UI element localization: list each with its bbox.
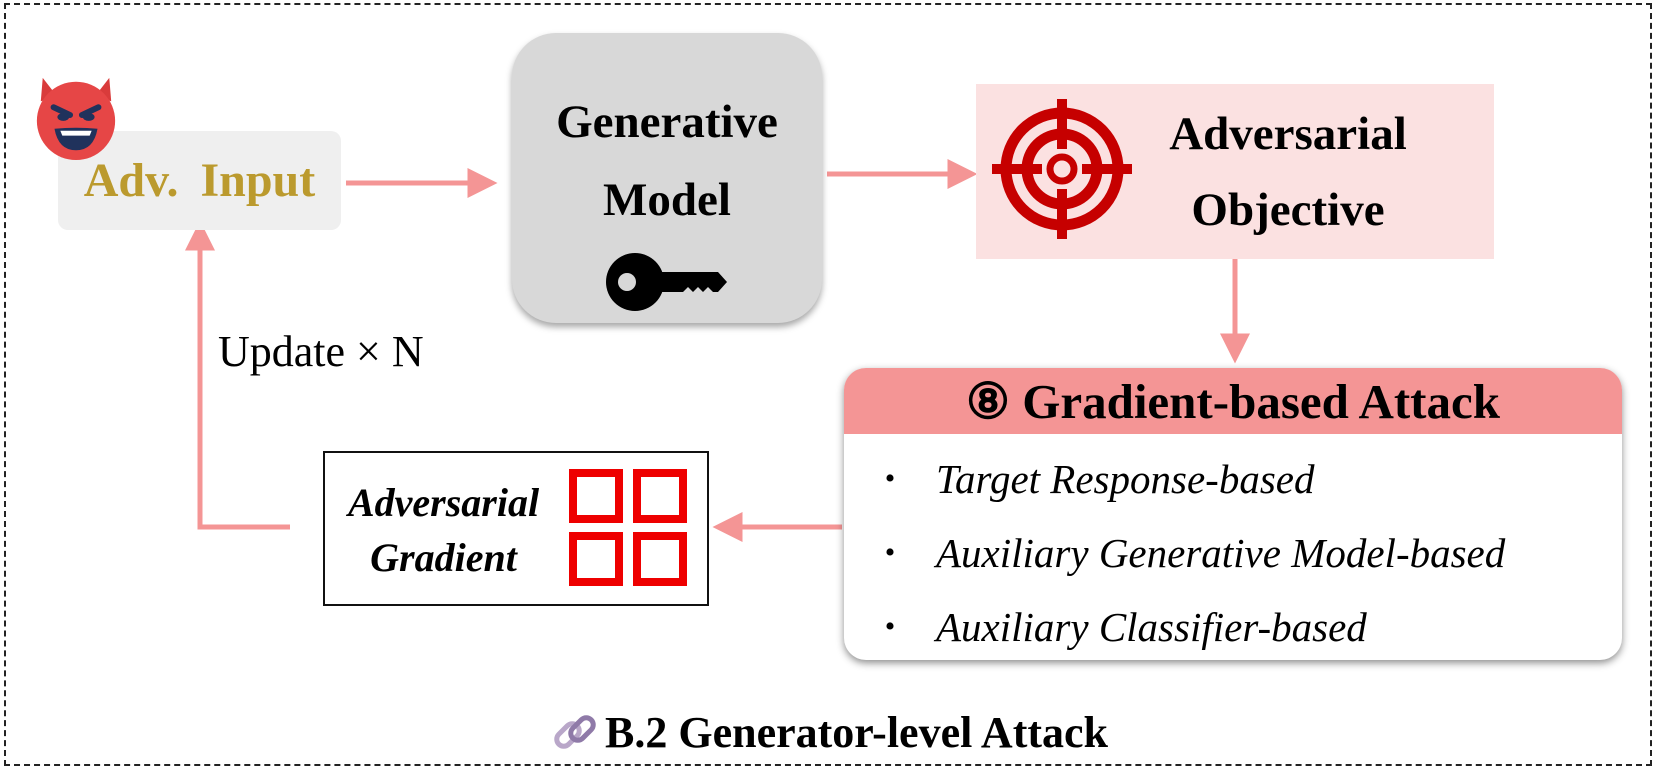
list-item: • Auxiliary Generative Model-based [844, 518, 1506, 588]
list-item: • Auxiliary Classifier-based [844, 592, 1367, 660]
list-item-text: Auxiliary Classifier-based [936, 604, 1367, 650]
generative-model-line1: Generative [556, 96, 778, 148]
generative-model-line2: Model [603, 174, 731, 226]
adversarial-gradient-label: Adversarial Gradient [325, 475, 562, 585]
key-icon [606, 253, 727, 311]
list-item: • Target Response-based [844, 444, 1315, 514]
adversarial-objective-line2: Objective [1191, 184, 1385, 236]
adversarial-gradient-line1: Adversarial [347, 480, 540, 525]
bullet-icon: • [884, 462, 896, 495]
bullet-icon: • [884, 610, 896, 643]
diagram-frame [4, 3, 1652, 766]
adv-input-node: Adv. Input [58, 131, 341, 230]
footer: B.2 Generator-level Attack [0, 702, 1659, 762]
generative-model-node: Generative Model [512, 33, 822, 323]
adversarial-gradient-line2: Gradient [370, 535, 517, 580]
adv-input-label: Adv. Input [83, 154, 316, 207]
footer-title: B.2 Generator-level Attack [605, 707, 1108, 757]
update-loop-label: Update × N [218, 327, 424, 376]
gradient-attack-title: ⑧ Gradient-based Attack [844, 368, 1622, 434]
arrow-gradient-to-input [185, 220, 290, 530]
bullet-icon: • [884, 536, 896, 569]
chain-link-icon [554, 715, 596, 749]
adversarial-objective-line1: Adversarial [1169, 108, 1407, 160]
adversarial-objective-label: Adversarial Objective [1128, 96, 1448, 248]
gradient-attack-card: ⑧ Gradient-based Attack • Target Respons… [844, 368, 1622, 660]
target-icon [992, 99, 1132, 239]
adversarial-gradient-node: Adversarial Gradient [323, 451, 709, 606]
devil-face-icon [36, 77, 116, 161]
list-item-text: Target Response-based [936, 456, 1315, 502]
list-item-text: Auxiliary Generative Model-based [936, 530, 1506, 576]
grid-icon [569, 469, 687, 586]
generative-model-label: Generative Model [512, 83, 822, 239]
